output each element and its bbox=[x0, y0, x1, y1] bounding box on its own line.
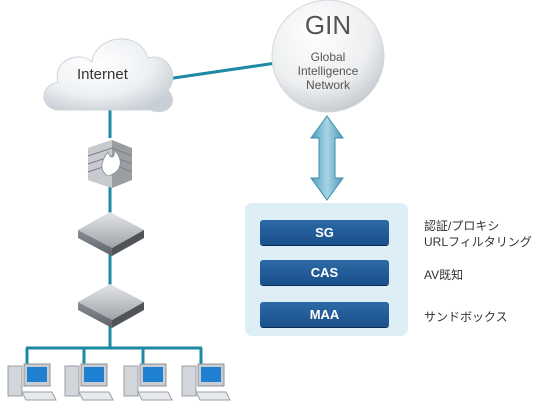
module-sg: SG bbox=[260, 220, 389, 245]
module-maa-description: サンドボックス bbox=[424, 310, 508, 324]
gin-subtitle-line: Intelligence bbox=[297, 64, 359, 78]
module-sg-description: URLフィルタリング bbox=[424, 235, 532, 249]
module-cas: CAS bbox=[260, 260, 389, 285]
cloud-icon bbox=[43, 38, 174, 112]
gin-subtitle-line: Global bbox=[310, 50, 346, 64]
internet-label: Internet bbox=[77, 66, 128, 83]
client-pc-icon bbox=[64, 363, 114, 401]
client-pc-icon bbox=[123, 363, 173, 401]
gin-globe-icon bbox=[271, 0, 385, 113]
gin-subtitle-line: Network bbox=[305, 78, 350, 92]
gin-title: GIN bbox=[304, 10, 352, 40]
module-maa: MAA bbox=[260, 302, 389, 327]
network-switch-icon bbox=[78, 212, 144, 256]
module-cas-description: AV既知 bbox=[424, 268, 464, 282]
firewall-icon bbox=[87, 140, 133, 188]
bidirectional-arrow-icon bbox=[310, 115, 344, 201]
network-switch-icon bbox=[78, 284, 144, 328]
module-sg-description: 認証/プロキシ bbox=[424, 219, 500, 233]
client-pc-icon bbox=[181, 363, 231, 401]
client-pc-icon bbox=[7, 363, 57, 401]
internet-gin-link bbox=[159, 61, 277, 82]
